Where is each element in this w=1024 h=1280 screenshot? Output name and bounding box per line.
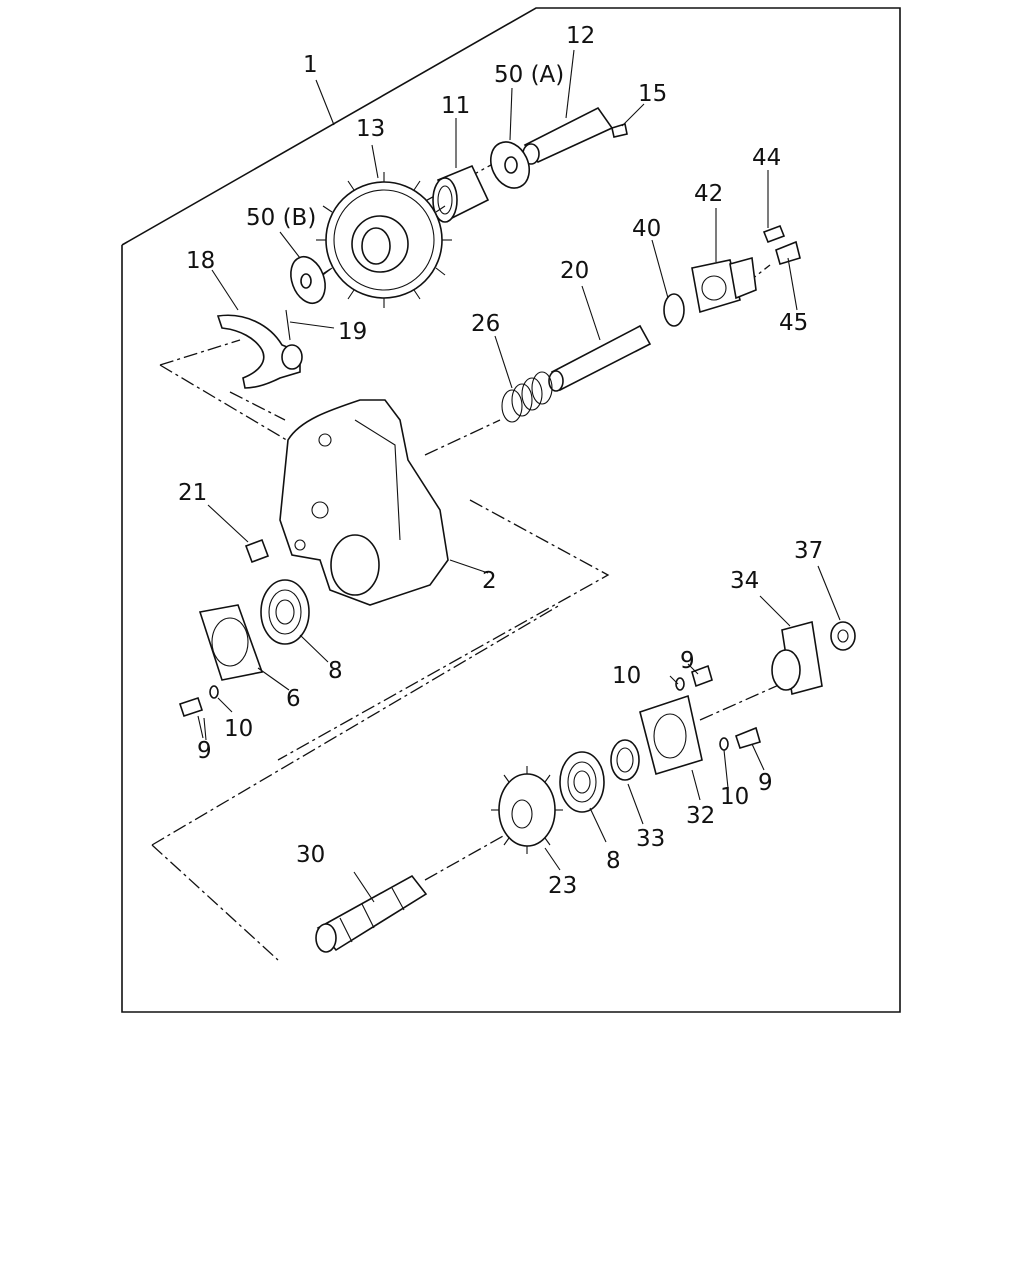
fitting-45 <box>775 240 801 265</box>
bolt-9-upper-right <box>691 664 713 688</box>
label-9-left: 9 <box>197 738 212 764</box>
washer-50b <box>290 255 326 305</box>
seal-33 <box>610 739 640 781</box>
washer-10-lower-right <box>719 737 729 751</box>
label-2: 2 <box>482 568 497 594</box>
small-pin-15 <box>611 122 628 138</box>
label-40: 40 <box>632 216 661 242</box>
cover-plate-6 <box>198 604 264 681</box>
label-44: 44 <box>752 145 781 171</box>
spring-26 <box>501 371 553 423</box>
housing-2 <box>279 399 449 606</box>
nut-37 <box>830 621 856 651</box>
cap-42 <box>691 256 757 314</box>
label-42: 42 <box>694 181 723 207</box>
label-20: 20 <box>560 258 589 284</box>
label-34: 34 <box>730 568 759 594</box>
bolt-9-left <box>178 696 204 718</box>
washer-50a <box>489 141 531 189</box>
label-1: 1 <box>303 52 318 78</box>
callout-labels: 1 2 6 8 8 9 9 9 10 10 10 11 12 13 15 18 … <box>178 23 823 899</box>
label-50b: 50 (B) <box>246 205 316 231</box>
gear-23 <box>491 766 563 854</box>
shift-fork-18 <box>216 314 303 389</box>
cover-plate-32 <box>639 694 703 776</box>
label-10-left: 10 <box>224 716 253 742</box>
shaft-20 <box>548 324 652 392</box>
label-10-lower-right: 10 <box>720 784 749 810</box>
label-6: 6 <box>286 686 301 712</box>
bearing-8-lower <box>559 751 605 813</box>
label-32: 32 <box>686 803 715 829</box>
flange-34 <box>771 620 823 696</box>
dowel-21 <box>244 538 270 564</box>
bolt-44 <box>762 224 786 244</box>
assembly-frame <box>121 7 901 1013</box>
label-45: 45 <box>779 310 808 336</box>
label-15: 15 <box>638 81 667 107</box>
needle-bearing-11 <box>432 164 490 223</box>
washer-10-upper-right <box>675 677 685 691</box>
label-12: 12 <box>566 23 595 49</box>
bearing-8-upper <box>260 579 310 645</box>
label-8-upper: 8 <box>328 658 343 684</box>
label-10-upper-right: 10 <box>612 663 641 689</box>
bolt-9-lower-right <box>735 726 761 749</box>
label-23: 23 <box>548 873 577 899</box>
pin-12 <box>522 106 614 165</box>
shaft-30 <box>315 874 428 953</box>
spring-pin-19 <box>285 309 291 341</box>
label-18: 18 <box>186 248 215 274</box>
label-33: 33 <box>636 826 665 852</box>
label-13: 13 <box>356 116 385 142</box>
label-30: 30 <box>296 842 325 868</box>
gear-13 <box>316 172 452 308</box>
label-26: 26 <box>471 311 500 337</box>
label-11: 11 <box>441 93 470 119</box>
washer-10-left <box>209 685 219 699</box>
label-8-lower: 8 <box>606 848 621 874</box>
leader-lines <box>197 49 841 903</box>
label-9-upper-right: 9 <box>680 648 695 674</box>
label-19: 19 <box>338 319 367 345</box>
label-50a: 50 (A) <box>494 62 564 88</box>
label-21: 21 <box>178 480 207 506</box>
label-37: 37 <box>794 538 823 564</box>
o-ring-40 <box>663 293 685 327</box>
label-9-lower-right: 9 <box>758 770 773 796</box>
